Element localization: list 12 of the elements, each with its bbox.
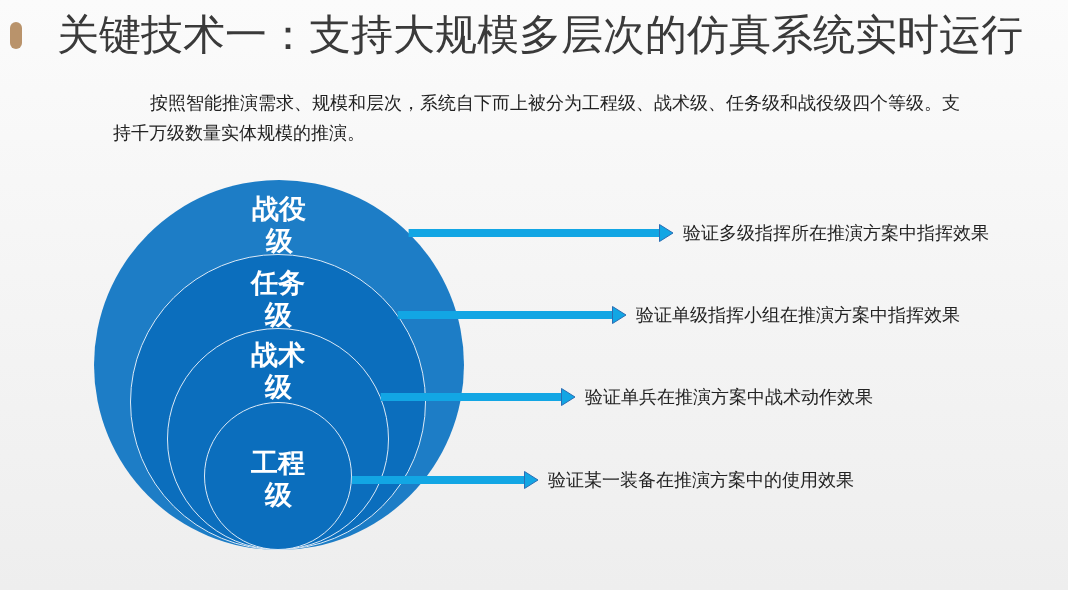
intro-paragraph: 按照智能推演需求、规模和层次，系统自下而上被分为工程级、战术级、任务级和战役级四个等级。支持千万级数量实体规模的推演。 [113, 91, 961, 145]
description-text: 验证单级指挥小组在推演方案中指挥效果 [626, 303, 960, 327]
description-text: 验证多级指挥所在推演方案中指挥效果 [673, 221, 989, 245]
slide-title: 关键技术一：支持大规模多层次的仿真系统实时运行 [57, 9, 1023, 61]
arrow [380, 388, 576, 406]
level-label: 战役级 [251, 193, 307, 257]
level-label: 战术级 [250, 339, 306, 403]
arrow [408, 224, 674, 242]
level-label: 任务级 [249, 267, 306, 331]
level-label: 工程级 [250, 447, 306, 511]
description-text: 验证某一装备在推演方案中的使用效果 [538, 468, 854, 492]
description-text: 验证单兵在推演方案中战术动作效果 [575, 385, 873, 409]
